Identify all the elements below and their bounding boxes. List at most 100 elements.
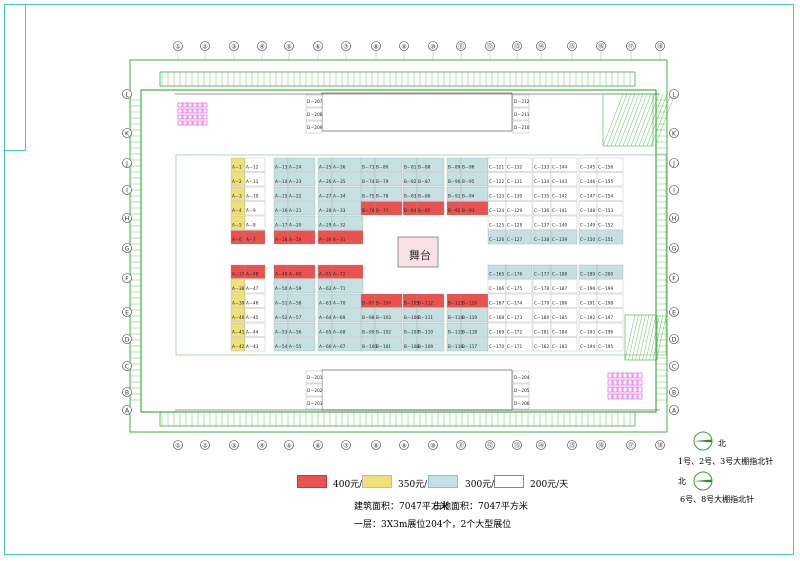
grid-row-bubble — [669, 89, 679, 99]
c-right-booth — [596, 201, 624, 216]
grid-column-bubble — [485, 440, 495, 450]
c-left-booth — [505, 172, 533, 187]
restroom-fixture — [632, 379, 638, 386]
a-left-booth — [244, 322, 266, 337]
c-right-booth — [596, 293, 624, 308]
c-mid-booth — [550, 337, 578, 352]
legend-swatch-300 — [428, 475, 458, 488]
grid-row-bubble — [122, 307, 132, 317]
c-left-booth-label: C－124 — [489, 208, 504, 213]
grid-column-bubble — [341, 41, 351, 51]
c-mid-booth — [550, 308, 578, 323]
b-mid-booth-label: B－111 — [418, 315, 433, 320]
d-booth-label: D－211 — [514, 112, 530, 117]
b-left-booth — [374, 186, 403, 201]
a-mid-booth-label: A－16 — [275, 208, 288, 213]
a-left-booth-label: A－46 — [246, 301, 259, 306]
c-right-booth-label: C－192 — [580, 315, 595, 320]
grid-column-label: ④ — [259, 44, 264, 51]
grid-column-bubble — [536, 41, 546, 51]
grid-column-label: ⑧ — [373, 443, 378, 450]
grid-row-label: K — [125, 131, 130, 138]
grid-column-bubble — [428, 41, 438, 51]
c-mid-booth — [550, 293, 578, 308]
grid-row-label: F — [125, 276, 129, 283]
restroom-fixture — [187, 108, 193, 114]
b-mid-booth — [416, 337, 445, 352]
a-left-booth — [244, 230, 266, 245]
grid-row-label: G — [672, 246, 677, 253]
grid-column-label: ⑫ — [487, 43, 493, 51]
grid-column-label: ④ — [259, 443, 264, 450]
restroom-fixture — [627, 393, 633, 400]
a-right-booth-label: A－26 — [319, 179, 332, 184]
a-left-booth-label: A－10 — [246, 194, 259, 199]
restroom-fixture — [202, 114, 208, 120]
d-booth-label: D－208 — [307, 112, 323, 117]
se-hatch — [652, 314, 664, 361]
a-right-booth-label: A－71 — [333, 286, 346, 291]
grid-column-bubble — [456, 41, 466, 51]
c-right-booth-label: C－146 — [580, 179, 595, 184]
grid-column-label: ② — [202, 44, 208, 51]
grid-column-label: ⑥ — [315, 44, 320, 51]
restroom-fixture — [177, 120, 183, 126]
c-left-booth-label: C－167 — [489, 301, 504, 306]
c-mid-booth-label: C－140 — [552, 223, 567, 228]
b-right-booth-label: B－90 — [448, 179, 461, 184]
grid-row-bubble — [669, 361, 679, 371]
c-mid-booth-label: C－184 — [552, 330, 567, 335]
c-right-booth-label: C－154 — [598, 194, 613, 199]
c-mid-booth-label: C－133 — [534, 165, 549, 170]
grid-row-bubble — [669, 243, 679, 253]
d-booth — [305, 94, 323, 108]
a-right-booth — [331, 215, 364, 230]
grid-row-label: E — [672, 310, 676, 317]
b-right-booth-label: B－114 — [448, 315, 463, 320]
c-right-booth-label: C－189 — [580, 272, 595, 277]
a-right-booth-label: A－36 — [333, 165, 346, 170]
ne-hatch — [602, 93, 624, 147]
restroom-fixture — [622, 379, 628, 386]
grid-column-label: ⑪ — [458, 43, 464, 51]
b-left-booth — [374, 201, 403, 216]
grid-column-bubble — [536, 440, 546, 450]
grid-column-label: ⑯ — [598, 43, 604, 51]
grid-row-label: L — [672, 92, 676, 99]
d-booth-label: D－207 — [307, 99, 323, 104]
a-mid-booth — [287, 157, 316, 172]
land-area-text: 占地面积：7047平方米 — [433, 502, 528, 512]
a-right-booth-label: A－34 — [333, 194, 346, 199]
a-left-booth-label: A－1 — [232, 165, 242, 170]
compass-north-label-1: 北 — [718, 439, 726, 448]
a-mid-booth — [287, 264, 316, 279]
c-mid-booth — [550, 264, 578, 279]
a-right-booth — [331, 230, 364, 245]
b-right-booth-label: B－117 — [462, 344, 477, 349]
c-left-booth-label: C－122 — [489, 179, 504, 184]
c-right-booth-label: C－199 — [598, 286, 613, 291]
c-left-booth-label: C－176 — [507, 272, 522, 277]
grid-row-bubble — [669, 213, 679, 223]
restroom-fixture — [182, 120, 188, 126]
c-left-booth-label: C－129 — [507, 208, 522, 213]
b-right-booth-label: B－120 — [462, 301, 477, 306]
grid-row-bubble — [122, 128, 132, 138]
b-left-booth — [374, 322, 403, 337]
legend-swatch-200 — [494, 475, 524, 488]
restroom-fixture — [192, 114, 198, 120]
d-booth — [305, 120, 323, 134]
a-left-booth — [244, 279, 266, 294]
d-booth — [305, 396, 323, 410]
c-right-booth — [596, 157, 624, 172]
grid-row-label: B — [125, 390, 129, 397]
a-mid-booth-label: A－56 — [289, 330, 302, 335]
grid-column-bubble — [173, 41, 183, 51]
restroom-fixture — [202, 120, 208, 126]
restroom-fixture — [622, 372, 628, 379]
a-right-booth-label: A－28 — [319, 208, 332, 213]
grid-column-bubble — [655, 440, 665, 450]
grid-column-bubble — [512, 440, 522, 450]
floor-note-text: 一层：3X3m展位204个，2个大型展位 — [354, 520, 512, 530]
